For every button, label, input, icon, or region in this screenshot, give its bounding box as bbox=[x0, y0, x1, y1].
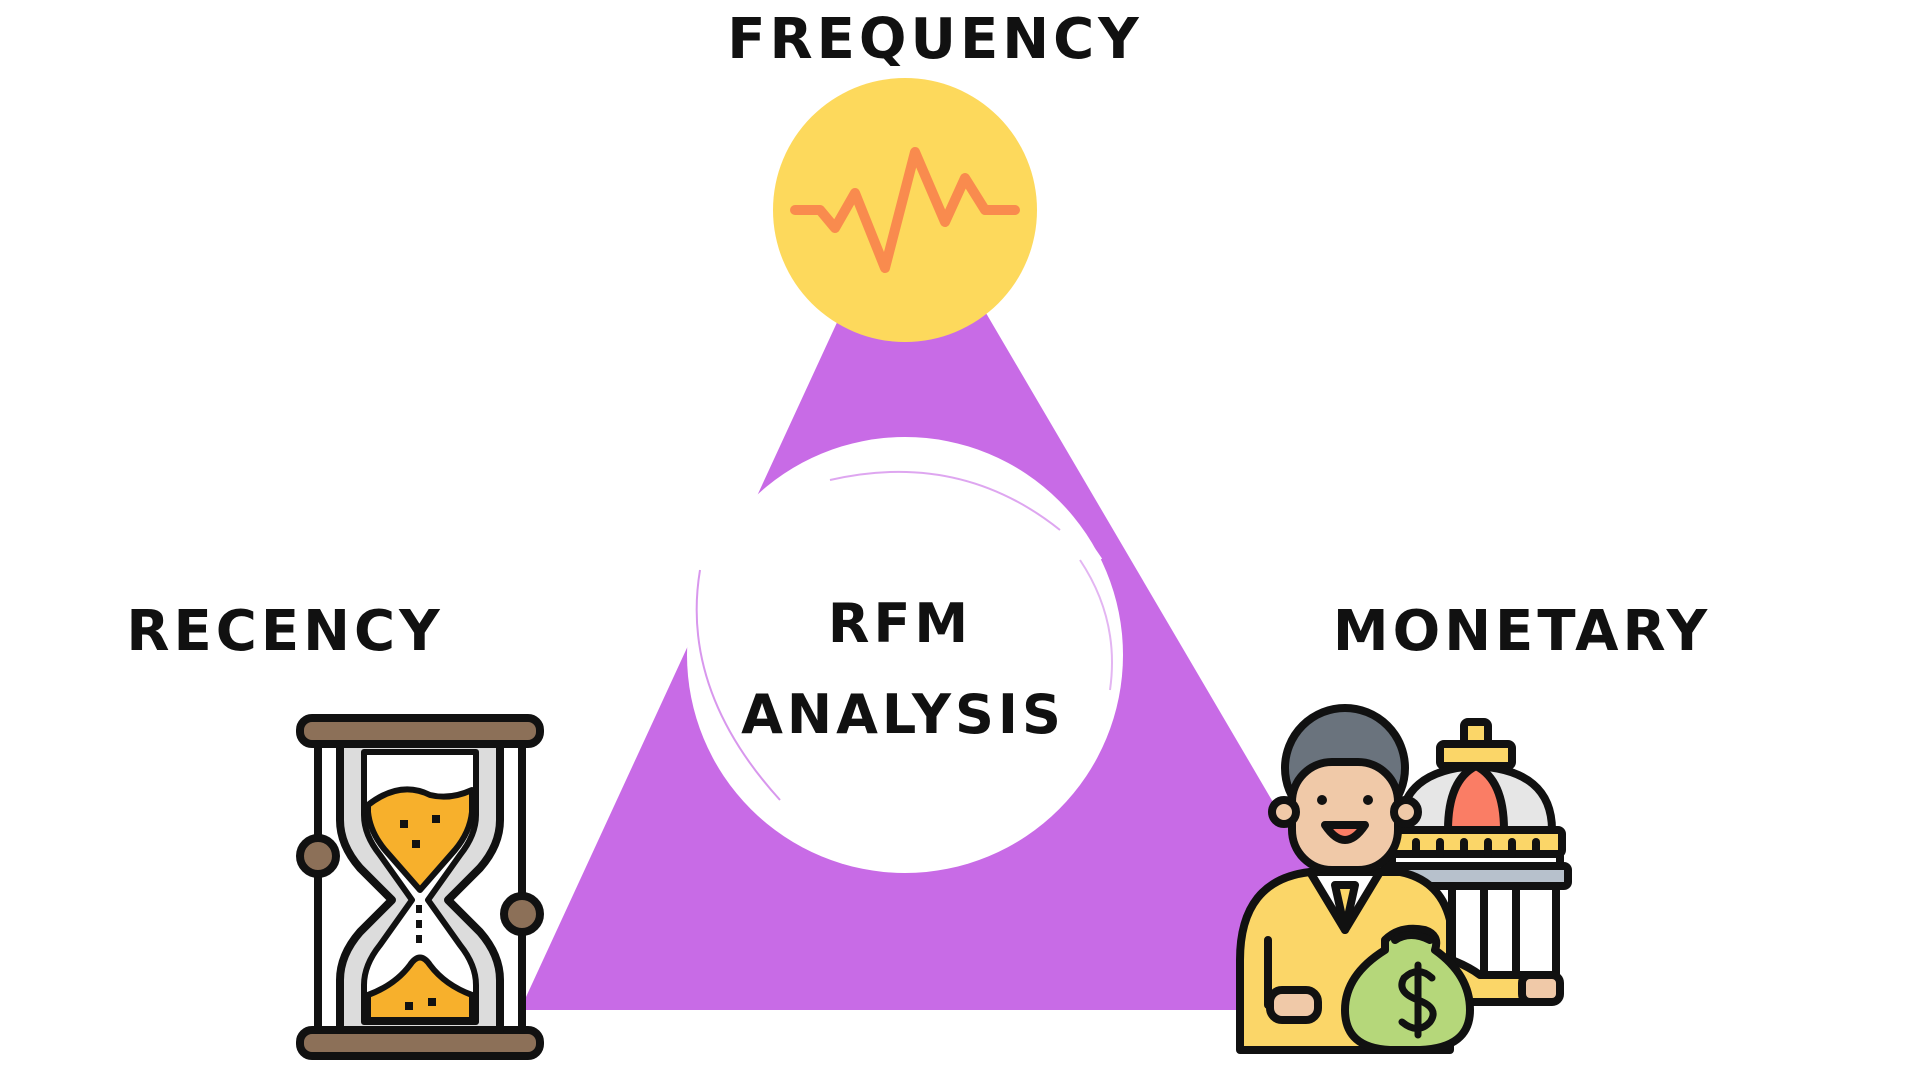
hourglass-knob-right bbox=[500, 892, 544, 936]
center-circle bbox=[687, 437, 1123, 873]
center-label-line2: ANALYSIS bbox=[741, 683, 1065, 746]
brush-stroke bbox=[667, 465, 762, 601]
brush-stroke bbox=[998, 467, 1103, 562]
frequency-node bbox=[773, 78, 1037, 342]
hourglass-sand-bottom bbox=[365, 954, 475, 1023]
hourglass-knob-left bbox=[296, 834, 340, 878]
frequency-label: FREQUENCY bbox=[727, 7, 1142, 72]
hourglass-icon bbox=[296, 714, 544, 1060]
businessman-money-bag-icon bbox=[1236, 704, 1572, 1054]
center-label-line1: RFM bbox=[828, 592, 972, 655]
rfm-center-node bbox=[667, 437, 1123, 873]
brush-stroke bbox=[829, 470, 1061, 531]
monetary-label: MONETARY bbox=[1333, 599, 1711, 664]
brush-stroke bbox=[695, 569, 781, 801]
hourglass-sand-top bbox=[365, 786, 475, 893]
businessman-face bbox=[1288, 758, 1402, 874]
pulse-wave-icon bbox=[790, 147, 1020, 273]
brush-stroke bbox=[694, 509, 707, 561]
brush-stroke bbox=[1079, 559, 1113, 691]
money-bag-icon bbox=[1341, 924, 1474, 1054]
recency-label: RECENCY bbox=[126, 599, 443, 664]
dollar-sign-icon bbox=[1398, 961, 1437, 1039]
